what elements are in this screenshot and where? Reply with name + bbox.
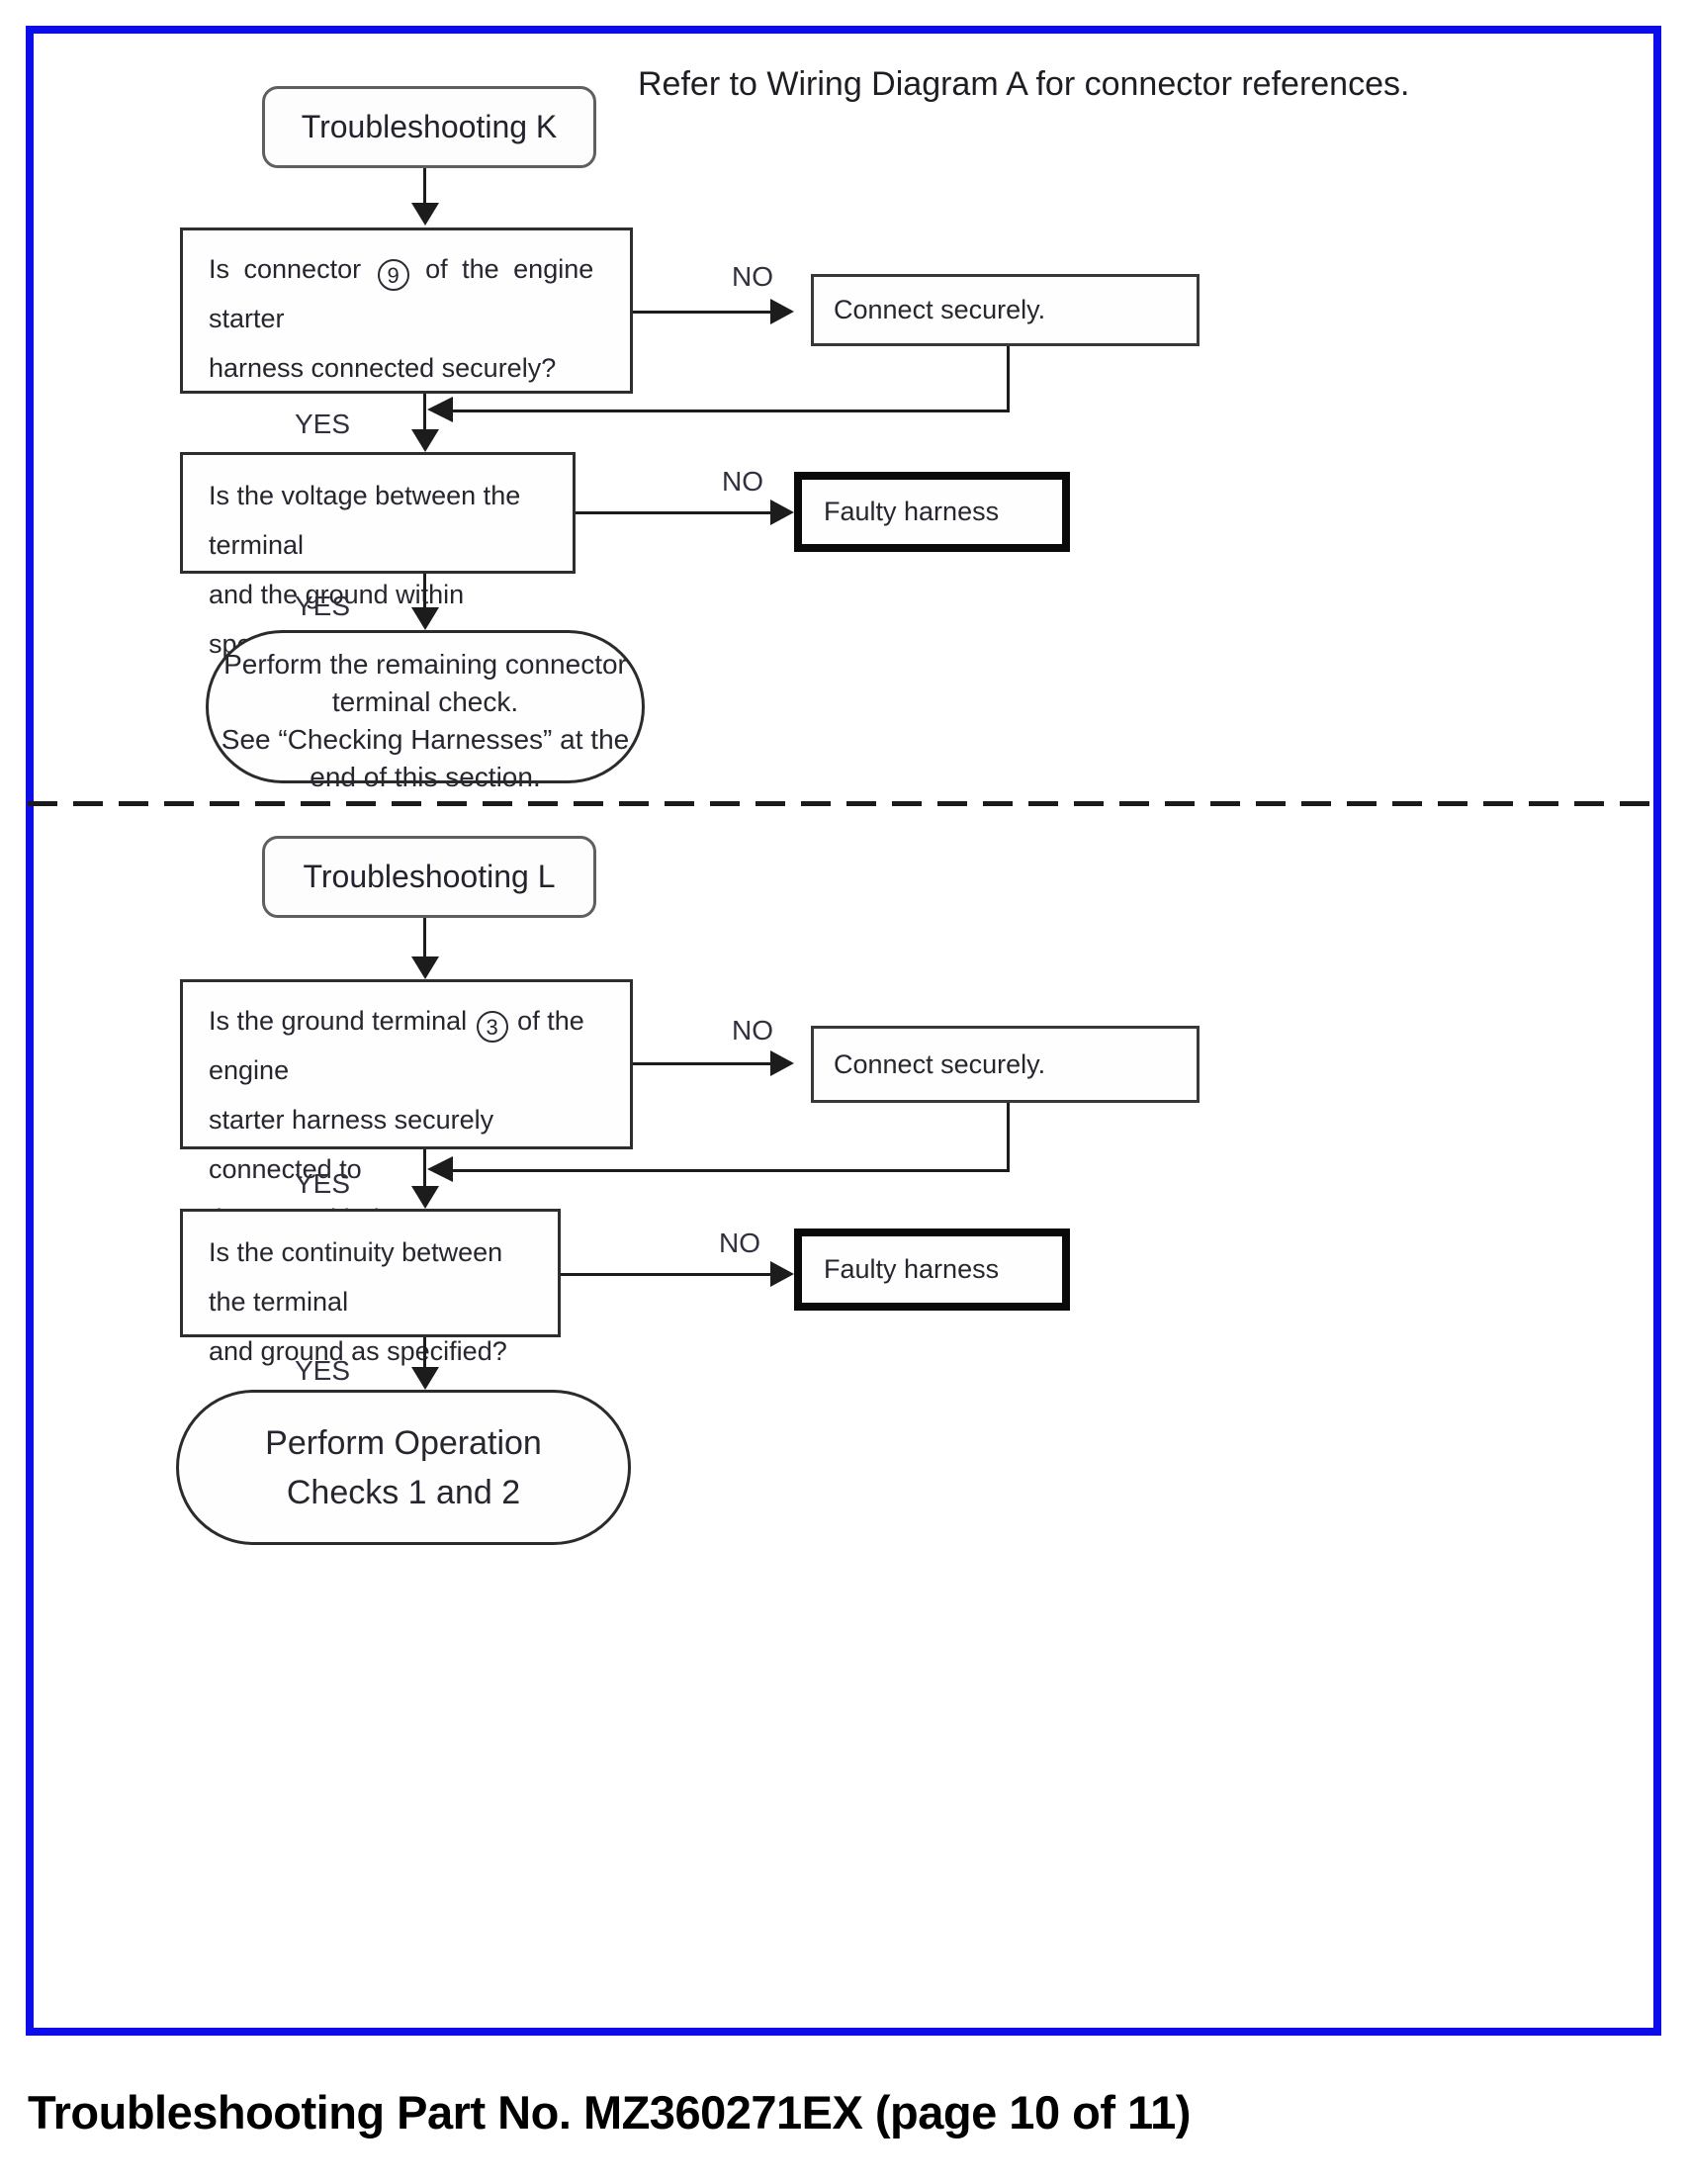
question-box-k1: Is connector 9 of the engine starter har…	[180, 228, 633, 394]
terminal-box-l: Perform Operation Checks 1 and 2	[176, 1390, 631, 1545]
no-label: NO	[732, 1015, 773, 1046]
flow-line	[453, 410, 1010, 412]
flow-line	[561, 1273, 770, 1276]
flow-line	[423, 1337, 426, 1368]
action-box-connect-securely-l: Connect securely.	[811, 1026, 1200, 1103]
arrowhead-right-icon	[770, 299, 794, 324]
question-box-k2: Is the voltage between the terminal and …	[180, 452, 576, 659]
flow-line	[423, 394, 426, 430]
arrowhead-right-icon	[770, 1261, 794, 1287]
result-box-faulty-harness-l: Faulty harness	[794, 1228, 1070, 1311]
arrowhead-right-icon	[770, 1050, 794, 1076]
question-line: Is the ground terminal 3 of the engine	[209, 1006, 584, 1085]
flow-line	[423, 574, 426, 608]
flow-line	[633, 311, 770, 314]
question-line: Is the continuity between the terminal	[209, 1237, 503, 1317]
question-box-l2: Is the continuity between the terminal a…	[180, 1209, 561, 1366]
terminal-box-k: Perform the remaining connector terminal…	[206, 630, 645, 792]
arrowhead-down-icon	[411, 1367, 439, 1390]
yes-label: YES	[295, 591, 351, 621]
arrowhead-down-icon	[411, 956, 439, 979]
flow-line	[423, 918, 426, 957]
question-line: harness connected securely?	[209, 353, 557, 383]
no-label: NO	[719, 1228, 760, 1258]
result-box-faulty-harness-k: Faulty harness	[794, 472, 1070, 552]
question-line: Is the voltage between the terminal	[209, 481, 521, 560]
question-box-l1: Is the ground terminal 3 of the engine s…	[180, 979, 633, 1233]
question-line: and ground as specified?	[209, 1336, 507, 1366]
arrowhead-right-icon	[770, 500, 794, 525]
wiring-diagram-note: Refer to Wiring Diagram A for connector …	[638, 65, 1410, 103]
arrowhead-down-icon	[411, 429, 439, 452]
question-line: starter harness securely connected to	[209, 1105, 494, 1184]
circled-3-icon: 3	[476, 1011, 508, 1043]
no-label: NO	[732, 261, 773, 292]
page-blue-frame	[26, 26, 1661, 2036]
troubleshooting-k-title-box: Troubleshooting K	[262, 86, 596, 168]
yes-label: YES	[295, 409, 351, 439]
question-line: Is connector 9 of the engine starter	[209, 254, 594, 333]
flow-line	[453, 1169, 1010, 1172]
section-divider	[28, 801, 1663, 806]
arrowhead-left-icon	[427, 1156, 453, 1182]
arrowhead-left-icon	[427, 397, 453, 422]
flow-line	[1007, 1103, 1010, 1170]
yes-label: YES	[295, 1355, 351, 1386]
page-caption: Troubleshooting Part No. MZ360271EX (pag…	[28, 2086, 1191, 2138]
troubleshooting-l-title: Troubleshooting L	[303, 859, 556, 894]
flow-line	[423, 168, 426, 204]
flow-line	[423, 1149, 426, 1187]
no-label: NO	[722, 466, 763, 497]
yes-label: YES	[295, 1168, 351, 1199]
troubleshooting-k-title: Troubleshooting K	[301, 109, 558, 144]
arrowhead-down-icon	[411, 203, 439, 226]
troubleshooting-l-title-box: Troubleshooting L	[262, 836, 596, 918]
circled-9-icon: 9	[377, 259, 409, 291]
flow-line	[576, 511, 770, 514]
arrowhead-down-icon	[411, 1186, 439, 1209]
flow-line	[633, 1062, 770, 1065]
arrowhead-down-icon	[411, 607, 439, 630]
action-box-connect-securely-k: Connect securely.	[811, 274, 1200, 346]
flow-line	[1007, 346, 1010, 412]
